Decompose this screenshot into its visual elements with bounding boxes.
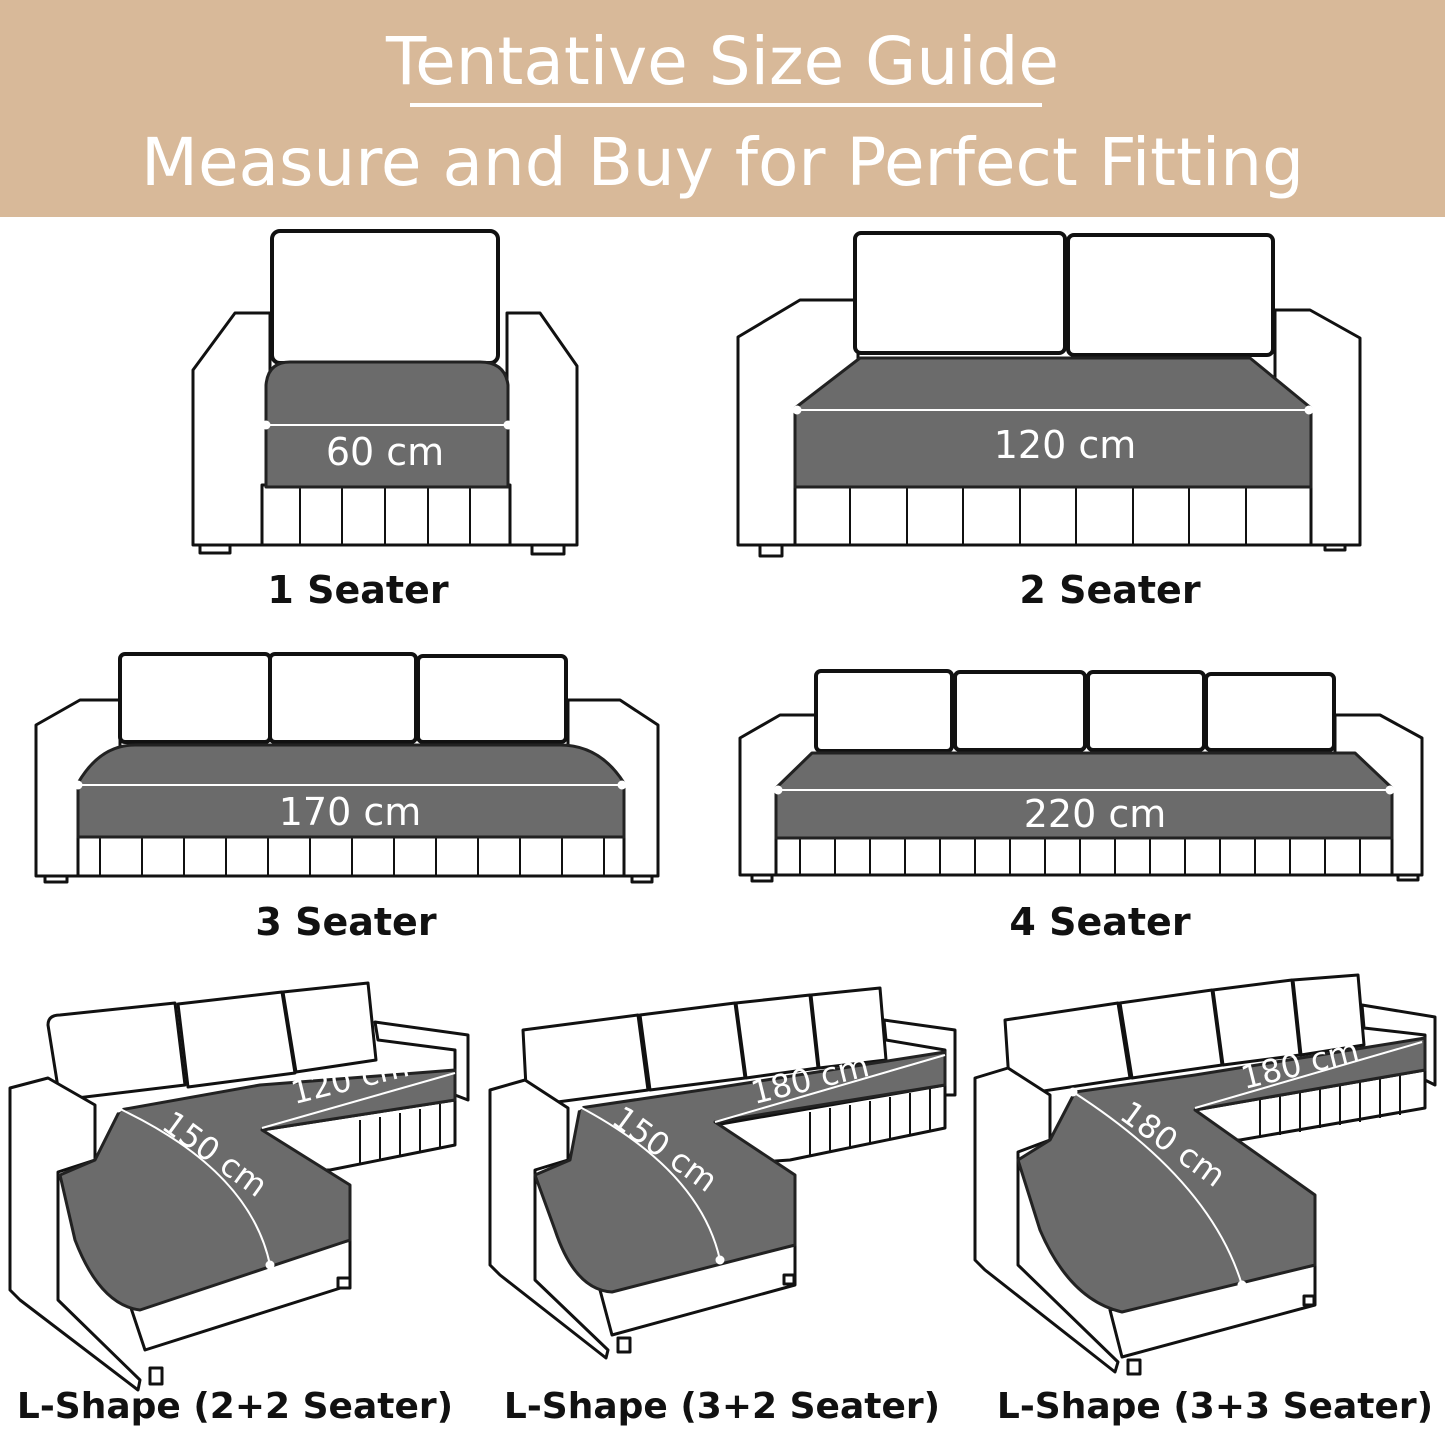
sofa-1-seater-drawing: [191, 229, 579, 556]
page-subtitle: Measure and Buy for Perfect Fitting: [141, 124, 1304, 201]
label-3-seater: 3 Seater: [255, 900, 437, 944]
sofa-4-seater-drawing: [738, 669, 1424, 883]
measure-3-seater: 170 cm: [278, 790, 422, 834]
label-l-shape-3-2: L-Shape (3+2 Seater): [503, 1386, 941, 1427]
title-underline: [410, 103, 1042, 107]
measure-2-seater: 120 cm: [993, 423, 1137, 467]
measure-4-seater: 220 cm: [1023, 792, 1167, 836]
label-l-shape-2-2: L-Shape (2+2 Seater): [16, 1386, 454, 1427]
sofa-3-seater-drawing: [34, 652, 660, 884]
sofa-2-seater-drawing: [736, 231, 1362, 558]
sofa-l-shape-2-2-drawing: [8, 981, 470, 1392]
header-banner: Tentative Size Guide Measure and Buy for…: [0, 0, 1445, 217]
page-title: Tentative Size Guide: [386, 23, 1059, 100]
label-1-seater: 1 Seater: [267, 568, 449, 612]
label-4-seater: 4 Seater: [1009, 900, 1191, 944]
label-l-shape-3-3: L-Shape (3+3 Seater): [996, 1386, 1434, 1427]
label-2-seater: 2 Seater: [1019, 568, 1201, 612]
measure-1-seater: 60 cm: [325, 430, 445, 474]
sofa-l-shape-3-2-drawing: [488, 986, 957, 1360]
sofa-l-shape-3-3-drawing: [973, 973, 1437, 1376]
